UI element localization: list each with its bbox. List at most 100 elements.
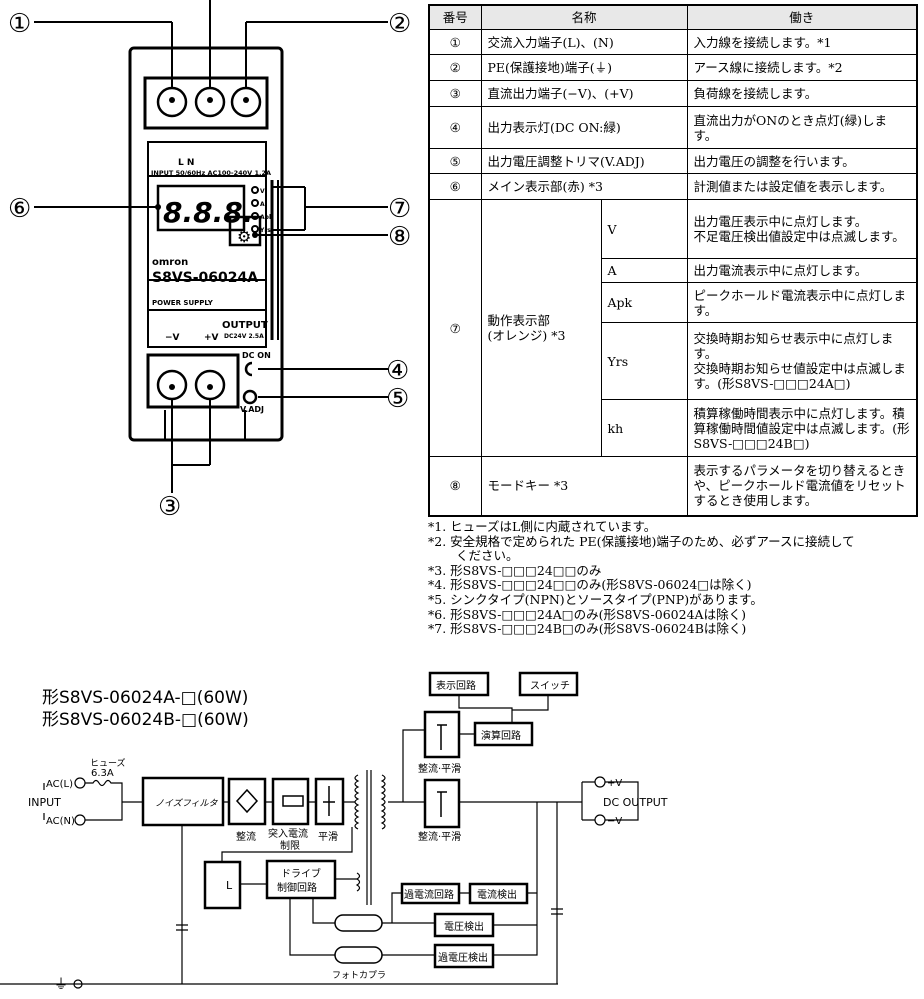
- callout-5: ⑤: [386, 384, 409, 414]
- switch-box: スイッチ: [530, 680, 570, 692]
- mode-key-icon[interactable]: ⚙: [237, 227, 251, 246]
- output-minus-label: −V: [165, 333, 180, 343]
- callout-6: ⑥: [8, 194, 31, 224]
- header-function: 働き: [686, 4, 918, 30]
- calc-circuit-box: 演算回路: [481, 729, 521, 742]
- output-plus-label: +V: [204, 333, 219, 343]
- row-number: ⑧: [428, 456, 482, 516]
- row-number: ②: [428, 54, 482, 81]
- sub-desc: 積算稼働時間表示中に点灯します。積算稼働時間値設定中は点滅します。(形S8VS-…: [686, 399, 918, 457]
- rect-smooth-label-lower: 整流·平滑: [418, 830, 461, 843]
- row-name: 動作表示部 (オレンジ) *3: [480, 199, 602, 457]
- row-desc: 表示するパラメータを切り替えるときや、ピークホールド電流値をリセットするとき使用…: [686, 456, 918, 516]
- callout-4: ④: [386, 356, 409, 386]
- dc-on-label: DC ON: [242, 351, 271, 360]
- input-rating: INPUT 50/60Hz AC100-240V 1.2A: [151, 169, 271, 177]
- indicator-apk: Apk: [260, 214, 274, 221]
- circuit-title-2: 形S8VS-06024B-□(60W): [42, 710, 249, 730]
- table-header-row: 番号 名称 働き: [428, 4, 918, 30]
- sub-key: A: [600, 258, 688, 283]
- rectifier-label: 整流: [236, 830, 256, 843]
- ac-n-label: AC(N): [46, 816, 75, 827]
- callout-2: ②: [388, 9, 411, 39]
- row-name: PE(保護接地)端子(⏚): [480, 54, 688, 81]
- input-terminal-label: L N: [178, 158, 194, 168]
- drive-label-1: ドライブ: [281, 867, 321, 880]
- row-name: モードキー *3: [480, 456, 688, 516]
- indicator-yrs: Yrs: [259, 227, 271, 234]
- plus-v-label: +V: [607, 778, 622, 789]
- callout-3: ③: [158, 492, 181, 520]
- sub-desc: 出力電流表示中に点灯します。: [686, 258, 918, 283]
- header-name: 名称: [480, 4, 688, 30]
- drive-label-2: 制御回路: [277, 881, 317, 894]
- dc-output-label: DC OUTPUT: [603, 796, 668, 809]
- ac-l-label: AC(L): [46, 779, 73, 790]
- row-desc: 直流出力がONのとき点灯(緑)します。: [686, 106, 918, 149]
- sub-key: Apk: [600, 282, 688, 323]
- footnote: *3. 形S8VS-□□□24□□のみ: [428, 562, 602, 578]
- row-name: 交流入力端子(L)、(N): [480, 29, 688, 55]
- minus-v-label: −V: [607, 816, 622, 827]
- indicator-a: A: [260, 201, 265, 208]
- footnote: *5. シンクタイプ(NPN)とソースタイプ(PNP)があります。: [428, 591, 763, 607]
- row-number: ③: [428, 80, 482, 107]
- fuse-label: ヒューズ: [90, 757, 126, 769]
- row-number: ⑥: [428, 173, 482, 200]
- row-number: ④: [428, 106, 482, 149]
- row-name: 出力電圧調整トリマ(V.ADJ): [480, 148, 688, 174]
- pe-terminal-icon: [73, 979, 83, 989]
- row-name: 出力表示灯(DC ON:緑): [480, 106, 688, 149]
- photocoupler-label: フォトカプラ: [332, 970, 386, 981]
- sub-desc: 出力電圧表示中に点灯します。 不足電圧検出値設定中は点滅します。: [686, 199, 918, 259]
- row-desc: 入力線を接続します。*1: [686, 29, 918, 55]
- smoothing-label: 平滑: [318, 831, 338, 843]
- footnotes: *1. ヒューズはL側に内蔵されています。 *2. 安全規格で定められた PE(…: [428, 519, 855, 637]
- row-name: 直流出力端子(−V)、(+V): [480, 80, 688, 107]
- product-name: POWER SUPPLY: [152, 299, 214, 307]
- row-name: メイン表示部(赤) *3: [480, 173, 688, 200]
- row-number: ①: [428, 29, 482, 55]
- ground-icon: ⏚: [54, 977, 68, 993]
- fuse-rating: 6.3A: [91, 768, 114, 779]
- footnote: *4. 形S8VS-□□□24□□のみ(形S8VS-06024□は除く): [428, 577, 752, 593]
- inrush-label-2: 制限: [280, 839, 300, 852]
- footnote: ください。: [456, 548, 519, 564]
- voltage-detect-box: 電圧検出: [444, 920, 484, 933]
- sub-key: Yrs: [600, 322, 688, 400]
- rect-smooth-label-upper: 整流·平滑: [418, 762, 461, 775]
- footnote: *1. ヒューズはL側に内蔵されています。: [428, 519, 657, 534]
- footnote: *7. 形S8VS-□□□24B□のみ(形S8VS-06024Bは除く): [428, 621, 747, 637]
- sub-desc: 交換時期お知らせ表示中に点灯します。 交換時期お知らせ値設定中は点滅します。(形…: [686, 322, 918, 400]
- row-number: ⑦: [428, 199, 482, 457]
- inrush-label-1: 突入電流: [268, 827, 308, 840]
- row-desc: アース線に接続します。*2: [686, 54, 918, 81]
- callout-1: ①: [8, 9, 31, 39]
- device-front-diagram: L N INPUT 50/60Hz AC100-240V 1.2A 8.8.8.…: [8, 0, 411, 520]
- footnote: *2. 安全規格で定められた PE(保護接地)端子のため、必ずアースに接続して: [428, 533, 855, 549]
- v-adj-label: V.ADJ: [240, 405, 264, 414]
- model-name: S8VS-06024A: [152, 270, 258, 286]
- current-detect-box: 電流検出: [477, 888, 517, 901]
- output-label: OUTPUT: [222, 320, 268, 331]
- main-display-digits: 8.8.8.: [163, 196, 253, 229]
- overvoltage-detect-box: 過電圧検出: [438, 951, 488, 964]
- circuit-title-1: 形S8VS-06024A-□(60W): [42, 688, 248, 708]
- overcurrent-box: 過電流回路: [404, 888, 454, 901]
- brand-logo: omron: [152, 257, 188, 268]
- indicator-v: V: [260, 188, 265, 195]
- display-circuit-box: 表示回路: [436, 679, 476, 692]
- row-desc: 出力電圧の調整を行います。: [686, 148, 918, 174]
- callout-7: ⑦: [388, 194, 411, 224]
- header-number: 番号: [428, 4, 482, 30]
- output-rating: DC24V 2.5A: [224, 333, 264, 340]
- switch-l-label: L: [226, 879, 233, 892]
- footnote: *6. 形S8VS-□□□24A□のみ(形S8VS-06024Aは除く): [428, 606, 746, 622]
